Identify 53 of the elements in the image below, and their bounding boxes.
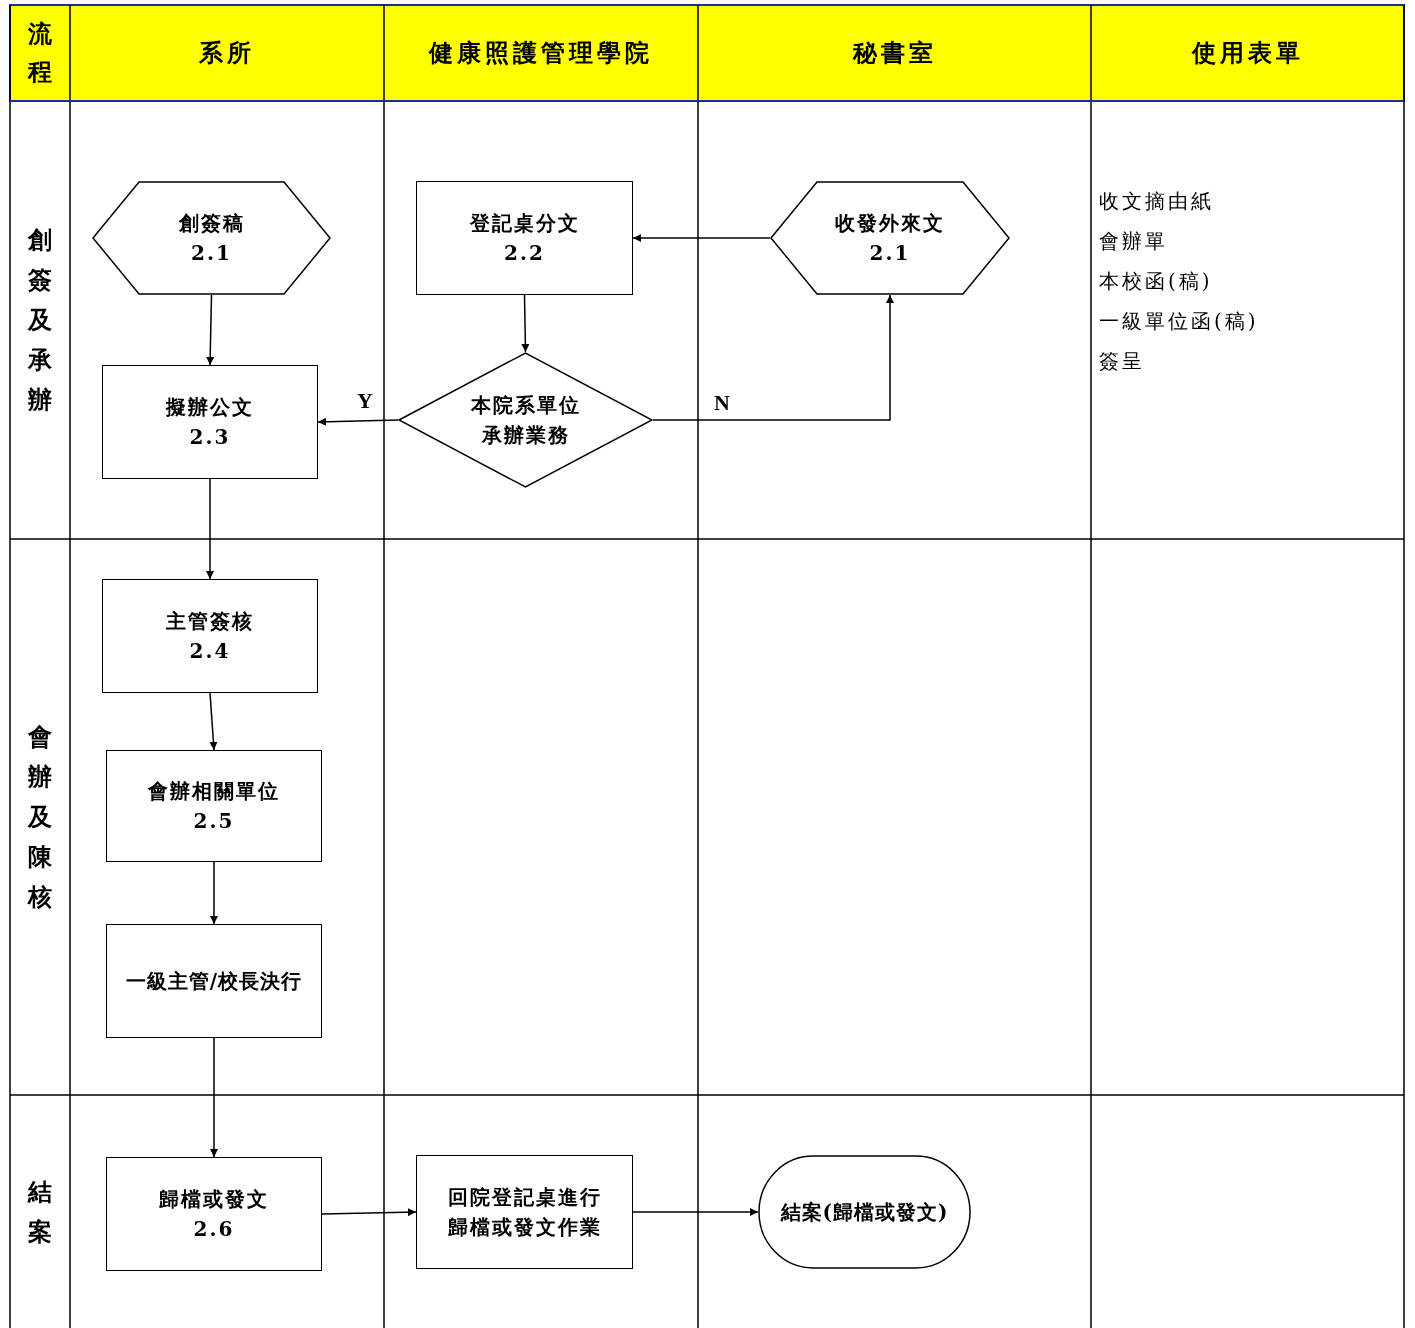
process-box xyxy=(106,1157,322,1271)
step-label: 一級主管/校長決行 xyxy=(125,968,303,995)
arrow xyxy=(210,1037,218,1158)
arrow xyxy=(652,294,894,421)
step-number: 2.3 xyxy=(189,424,231,451)
form-item: 收文摘由紙 xyxy=(1099,188,1214,215)
arrow xyxy=(521,294,530,353)
hexagon-box xyxy=(770,181,1010,295)
step-number: 2.6 xyxy=(193,1216,235,1243)
column-header: 健康照護管理學院 xyxy=(427,37,654,69)
arrow xyxy=(321,1208,417,1217)
step-label: 創簽稿 xyxy=(178,210,245,237)
step-label: 本院系單位承辦業務 xyxy=(469,392,582,449)
decision-diamond xyxy=(398,352,653,488)
arrow xyxy=(206,294,215,366)
form-item: 簽呈 xyxy=(1099,348,1145,375)
step-number: 2.1 xyxy=(869,240,911,267)
arrow xyxy=(209,692,218,751)
arrow xyxy=(632,234,771,242)
step-label: 回院登記桌進行歸檔或發文作業 xyxy=(446,1184,603,1241)
process-box xyxy=(416,1155,633,1269)
step-number: 2.4 xyxy=(189,638,231,665)
process-box xyxy=(102,365,318,479)
step-label: 會辦相關單位 xyxy=(148,778,280,805)
column-header: 秘書室 xyxy=(851,37,938,69)
column-header: 流程 xyxy=(26,18,53,88)
hexagon-box xyxy=(92,181,331,295)
step-label: 主管簽核 xyxy=(166,608,254,635)
process-box xyxy=(102,579,318,693)
form-item: 會辦單 xyxy=(1099,228,1168,255)
column-header: 系所 xyxy=(198,37,256,69)
step-label: 擬辦公文 xyxy=(166,394,254,421)
row-header: 結案 xyxy=(26,1175,53,1248)
arrow xyxy=(210,861,218,925)
terminal-box xyxy=(758,1155,971,1269)
form-item: 一級單位函(稿) xyxy=(1099,308,1259,335)
form-item: 本校函(稿) xyxy=(1099,268,1213,295)
arrow xyxy=(317,417,399,426)
step-label: 結案(歸檔或發文) xyxy=(780,1199,949,1226)
process-box xyxy=(416,181,633,295)
process-box xyxy=(106,750,322,862)
step-number: 2.1 xyxy=(191,240,232,267)
process-box xyxy=(106,924,322,1038)
step-label: 收發外來文 xyxy=(835,210,945,237)
column-header: 使用表單 xyxy=(1190,37,1305,69)
row-header: 創簽及承辦 xyxy=(26,224,53,416)
arrow xyxy=(632,1208,759,1216)
step-label: 登記桌分文 xyxy=(469,210,580,237)
step-label: 歸檔或發文 xyxy=(159,1186,269,1213)
row-header: 會辦及陳核 xyxy=(26,721,53,913)
step-number: 2.2 xyxy=(504,240,545,267)
step-number: 2.5 xyxy=(193,808,235,835)
arrow xyxy=(206,478,214,580)
